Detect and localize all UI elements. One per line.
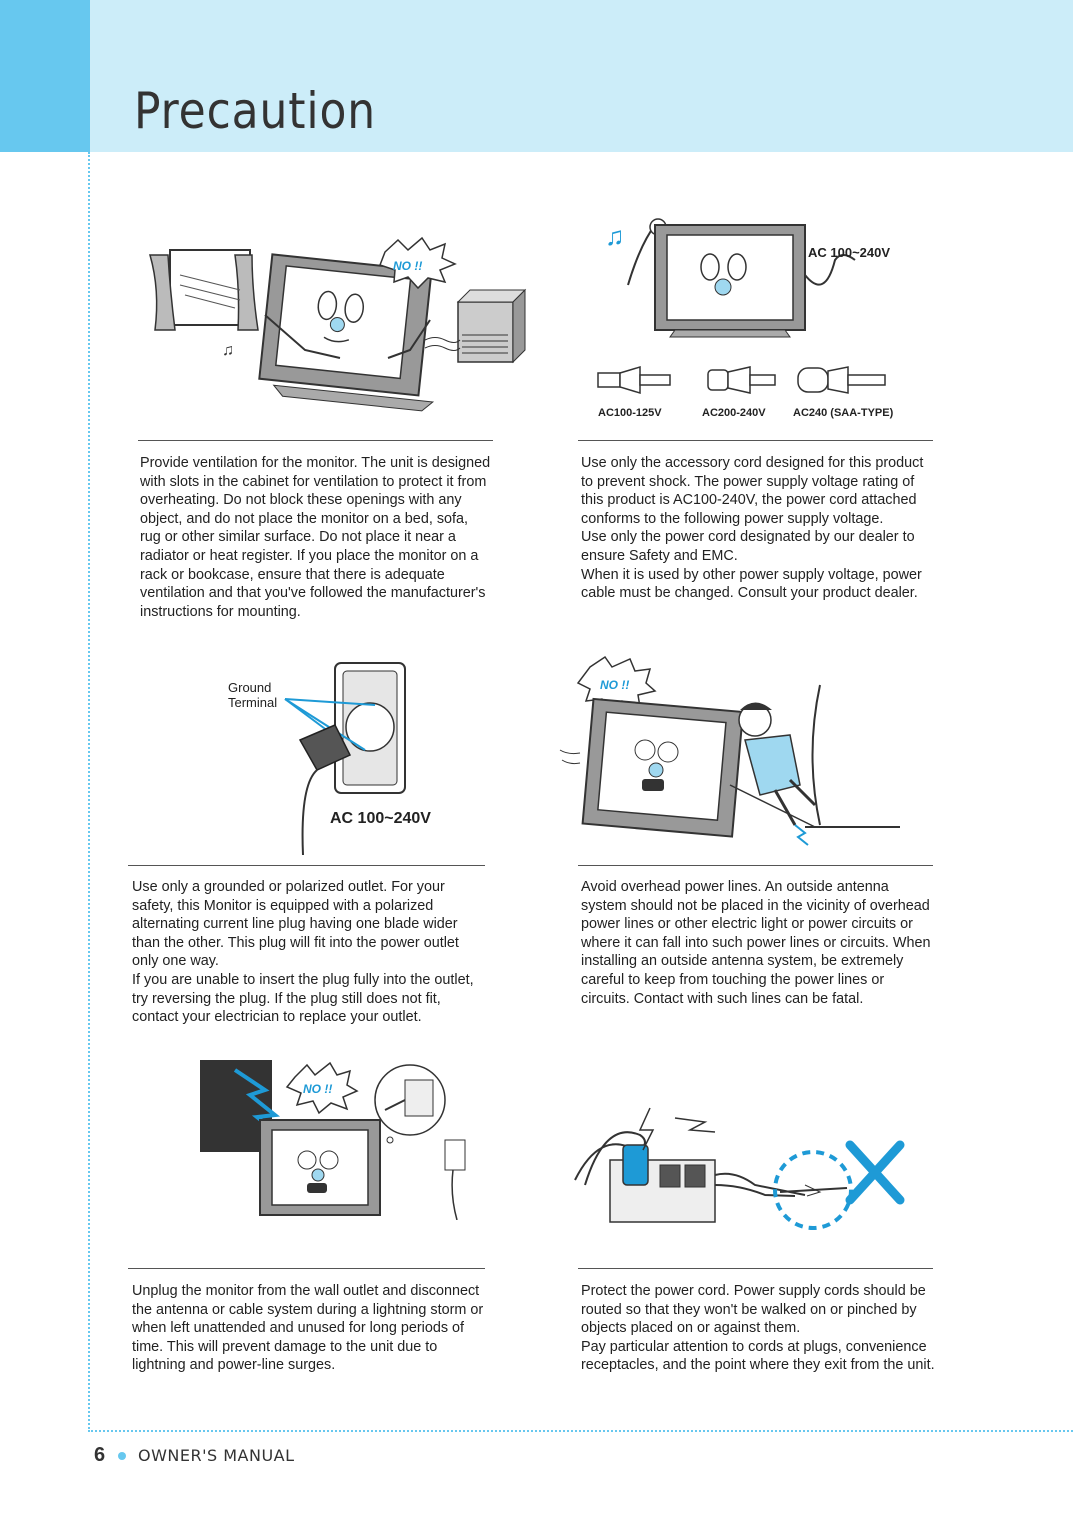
footer-label: OWNER'S MANUAL [138,1446,295,1465]
grounded-outlet-illustration: Ground Terminal AC 100~240V [228,662,431,855]
footer-bullet [118,1452,126,1460]
page-title: Precaution [134,82,377,140]
ventilation-text: Provide ventilation for the monitor. The… [140,455,491,620]
power-lines-text: Avoid overhead power lines. An outside a… [581,879,931,1007]
lightning-text: Unplug the monitor from the wall outlet … [132,1283,484,1374]
no-warning-label: NO !! [393,259,422,273]
cord-protection-text: Protect the power cord. Power supply cor… [581,1283,935,1374]
plug-label-1: AC100-125V [598,407,662,419]
section-rule [578,1268,933,1269]
ground-label-line1: Ground [228,680,271,695]
plug-label-2: AC200-240V [702,407,766,419]
svg-text:♫: ♫ [605,221,625,251]
ventilation-illustration: ♫ NO !! [149,236,527,412]
no-warning-label: NO !! [600,678,629,692]
lightning-illustration: NO !! [200,1060,466,1220]
cord-protection-illustration [574,1107,905,1230]
power-cord-illustration: ♫ AC 100~240V AC100-125V AC200-240V AC24… [597,218,894,419]
bottom-dotted-border [88,1430,1073,1432]
section-rule [128,865,485,866]
section-rule [578,440,933,441]
header-band [90,0,1073,152]
power-lines-illustration: NO !! [559,655,900,846]
ground-label-line2: Terminal [228,695,277,710]
left-dotted-border [88,152,90,1432]
svg-text:♫: ♫ [222,342,234,359]
header-accent-tab [0,0,90,152]
grounded-outlet-text: Use only a grounded or polarized outlet.… [132,879,474,1026]
section-rule [138,440,493,441]
section-rule [128,1268,485,1269]
plug-label-3: AC240 (SAA-TYPE) [793,407,894,419]
voltage-label: AC 100~240V [808,245,890,260]
no-warning-label: NO !! [303,1082,332,1096]
power-cord-text: Use only the accessory cord designed for… [581,455,924,602]
section-rule [578,865,933,866]
page-number: 6 [94,1444,106,1466]
voltage-label: AC 100~240V [330,810,431,827]
